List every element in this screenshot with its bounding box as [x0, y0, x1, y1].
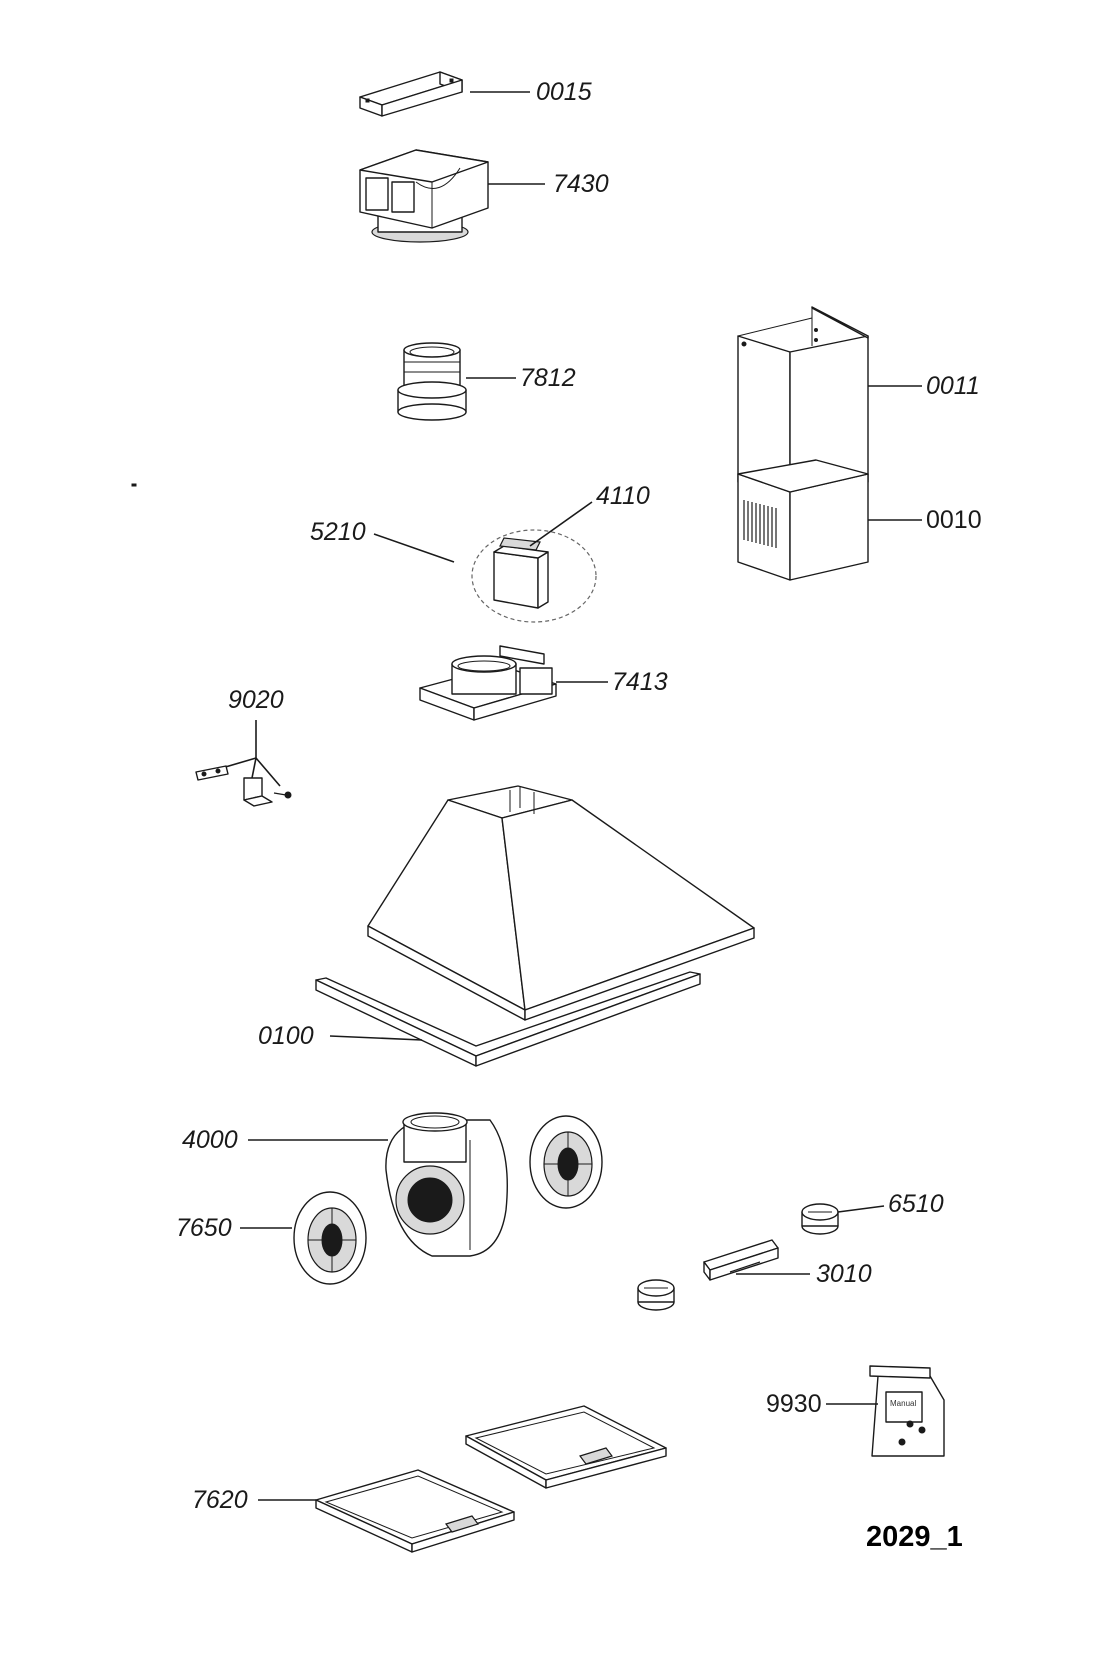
part-7620-grease-filter-front [315, 1469, 515, 1553]
leader-9020 [221, 720, 281, 787]
label-6510: 6510 [888, 1190, 944, 1218]
label-7812: 7812 [520, 364, 576, 392]
label-0100: 0100 [258, 1022, 314, 1050]
part-0015-bracket [359, 71, 463, 117]
label-0010: 0010 [926, 506, 982, 534]
leader-5210 [373, 533, 455, 563]
part-9020-hardware [195, 765, 292, 807]
bag-label: Manual [890, 1399, 916, 1408]
leader-4110 [529, 501, 593, 547]
label-7413: 7413 [612, 668, 668, 696]
part-7812-flange [397, 342, 467, 421]
label-9020: 9020 [228, 686, 284, 714]
part-9930-manual-bag: Manual [869, 1365, 945, 1457]
part-7413-support-plate [419, 645, 557, 721]
part-4000-blower [385, 1112, 508, 1257]
leader-6510 [837, 1205, 885, 1213]
vent-grille [743, 500, 777, 548]
part-7650-fan-cover-right [529, 1115, 603, 1209]
part-7650-fan-cover-left [293, 1191, 367, 1285]
leader-0100 [329, 1035, 423, 1041]
stray-mark [131, 483, 137, 487]
drawing-code: 2029_1 [866, 1521, 963, 1553]
label-5210: 5210 [310, 518, 366, 546]
part-5210-carbon-filter [471, 529, 597, 623]
label-4110: 4110 [596, 482, 650, 510]
part-hood-body [367, 785, 755, 1021]
part-0100-frame [315, 971, 701, 1067]
label-7430: 7430 [553, 170, 609, 198]
label-3010: 3010 [816, 1260, 872, 1288]
part-7620-grease-filter-back [465, 1405, 667, 1489]
part-6510-knob-lower [637, 1279, 675, 1311]
label-7650: 7650 [176, 1214, 232, 1242]
label-0015: 0015 [536, 78, 592, 106]
part-7430-outlet-adapter [359, 149, 489, 243]
part-6510-knob-upper [801, 1203, 839, 1235]
label-4000: 4000 [182, 1126, 238, 1154]
label-0011: 0011 [926, 372, 980, 400]
label-9930: 9930 [766, 1390, 822, 1418]
part-3010-control-switch [703, 1239, 779, 1281]
part-0011-upper-chimney [737, 306, 869, 499]
part-0010-lower-chimney [737, 459, 869, 581]
label-7620: 7620 [192, 1486, 248, 1514]
